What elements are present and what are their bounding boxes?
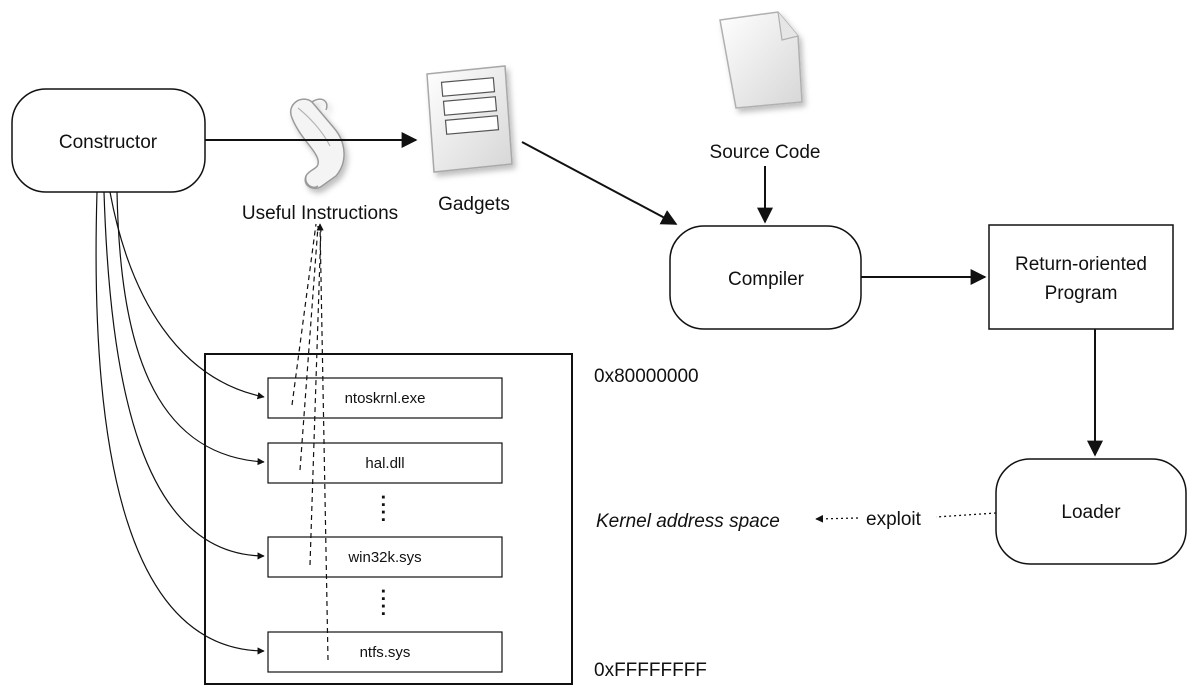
- compiler-node: Compiler: [669, 225, 862, 330]
- module-label: ntfs.sys: [360, 644, 411, 661]
- gadgets-label: Gadgets: [438, 194, 510, 215]
- constructor-to-ntoskrnl-curve: [109, 191, 265, 400]
- module-win32k: win32k.sys: [267, 536, 503, 578]
- compiler-label: Compiler: [728, 269, 805, 290]
- module-ntoskrnl: ntoskrnl.exe: [267, 377, 503, 419]
- constructor-to-win32k-curve: [103, 191, 265, 560]
- constructor-to-ntfs-curve: [95, 191, 265, 655]
- loader-node: Loader: [995, 458, 1187, 565]
- module-label: ntoskrnl.exe: [345, 390, 426, 407]
- address-start-label: 0x80000000: [594, 366, 699, 387]
- exploit-to-kernel-arrow: [815, 514, 859, 523]
- rop-label-line1: Return-oriented: [1015, 254, 1147, 275]
- loader-label: Loader: [1061, 502, 1121, 523]
- gadgets-to-compiler-arrow: [521, 141, 678, 225]
- source-code-label: Source Code: [710, 142, 821, 163]
- module-label: win32k.sys: [347, 549, 421, 566]
- gadget-document-icon: [426, 65, 513, 173]
- address-end-label: 0xFFFFFFFF: [594, 660, 707, 681]
- source-file-icon: [719, 11, 803, 109]
- module-label: hal.dll: [365, 455, 404, 472]
- ntoskrnl-extract-dashed: [291, 223, 317, 406]
- hal-extract-dashed: [299, 225, 319, 471]
- ellipsis-lower: :: [380, 583, 387, 605]
- kernel-address-space-label: Kernel address space: [596, 511, 780, 532]
- win32k-extract-dashed: [309, 225, 322, 566]
- ellipsis-upper-b: :: [380, 504, 387, 526]
- ellipsis-upper: :: [380, 489, 387, 511]
- rop-label-line2: Program: [1045, 283, 1118, 304]
- ntfs-extract-dashed: [316, 223, 329, 661]
- module-hal: hal.dll: [267, 442, 503, 484]
- scroll-icon: [289, 98, 345, 190]
- useful-instructions-label: Useful Instructions: [242, 203, 398, 224]
- constructor-label: Constructor: [59, 132, 158, 153]
- module-ntfs: ntfs.sys: [267, 631, 503, 673]
- ellipsis-lower-b: :: [380, 598, 387, 620]
- exploit-label: exploit: [866, 509, 922, 530]
- rop-program-node: Return-oriented Program: [988, 224, 1174, 330]
- constructor-node: Constructor: [11, 88, 206, 193]
- loader-exploit-dotted: [935, 512, 997, 518]
- constructor-to-hal-curve: [116, 191, 265, 466]
